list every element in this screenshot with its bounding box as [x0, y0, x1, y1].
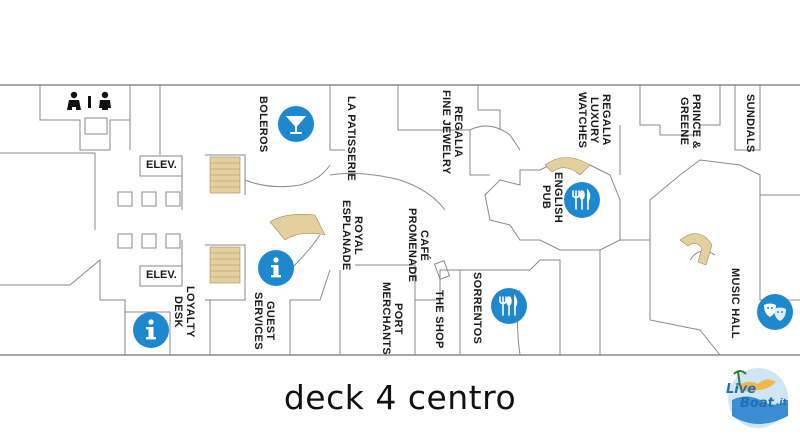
watermark-domain: .it [776, 398, 787, 408]
label-english-pub: ENGLISH PUB [540, 172, 564, 223]
label-elev-bottom: ELEV. [146, 269, 177, 281]
cocktail-bar-icon [278, 106, 314, 142]
theater-masks-icon [757, 294, 793, 330]
watermark-live: Live [726, 382, 757, 397]
label-music-hall: MUSIC HALL [729, 268, 741, 339]
label-sundials: SUNDIALS [744, 94, 756, 153]
label-loyalty-desk: LOYALTY DESK [172, 286, 196, 338]
dining-icon [491, 288, 527, 324]
label-royal-esplanade: ROYAL ESPLANADE [340, 200, 364, 271]
deck-caption: deck 4 centro [283, 378, 517, 417]
dining-icon [564, 182, 600, 218]
restroom-icon [67, 91, 111, 110]
information-icon [258, 250, 294, 286]
label-la-patisserie: LA PATISSERIE [345, 96, 357, 181]
label-boleros: BOLEROS [257, 96, 269, 153]
watermark-boat: Boat [740, 396, 774, 411]
label-elev-top: ELEV. [146, 159, 177, 171]
label-prince-greene: PRINCE & GREENE [678, 94, 702, 149]
label-port-merchants: PORT MERCHANTS [380, 282, 404, 355]
label-regalia-luxury-watches: REGALIA LUXURY WATCHES [576, 92, 612, 149]
label-regalia-fine-jewelry: REGALIA FINE JEWELRY [440, 90, 464, 175]
label-cafe-promenade: CAFÉ PROMENADE [406, 208, 430, 283]
label-sorrentos: SORRENTOS [471, 272, 483, 345]
liveboat-logo: Live Boat .it [718, 360, 796, 434]
information-icon [133, 312, 169, 348]
label-guest-services: GUEST SERVICES [252, 292, 276, 350]
label-the-shop: THE SHOP [433, 290, 445, 349]
